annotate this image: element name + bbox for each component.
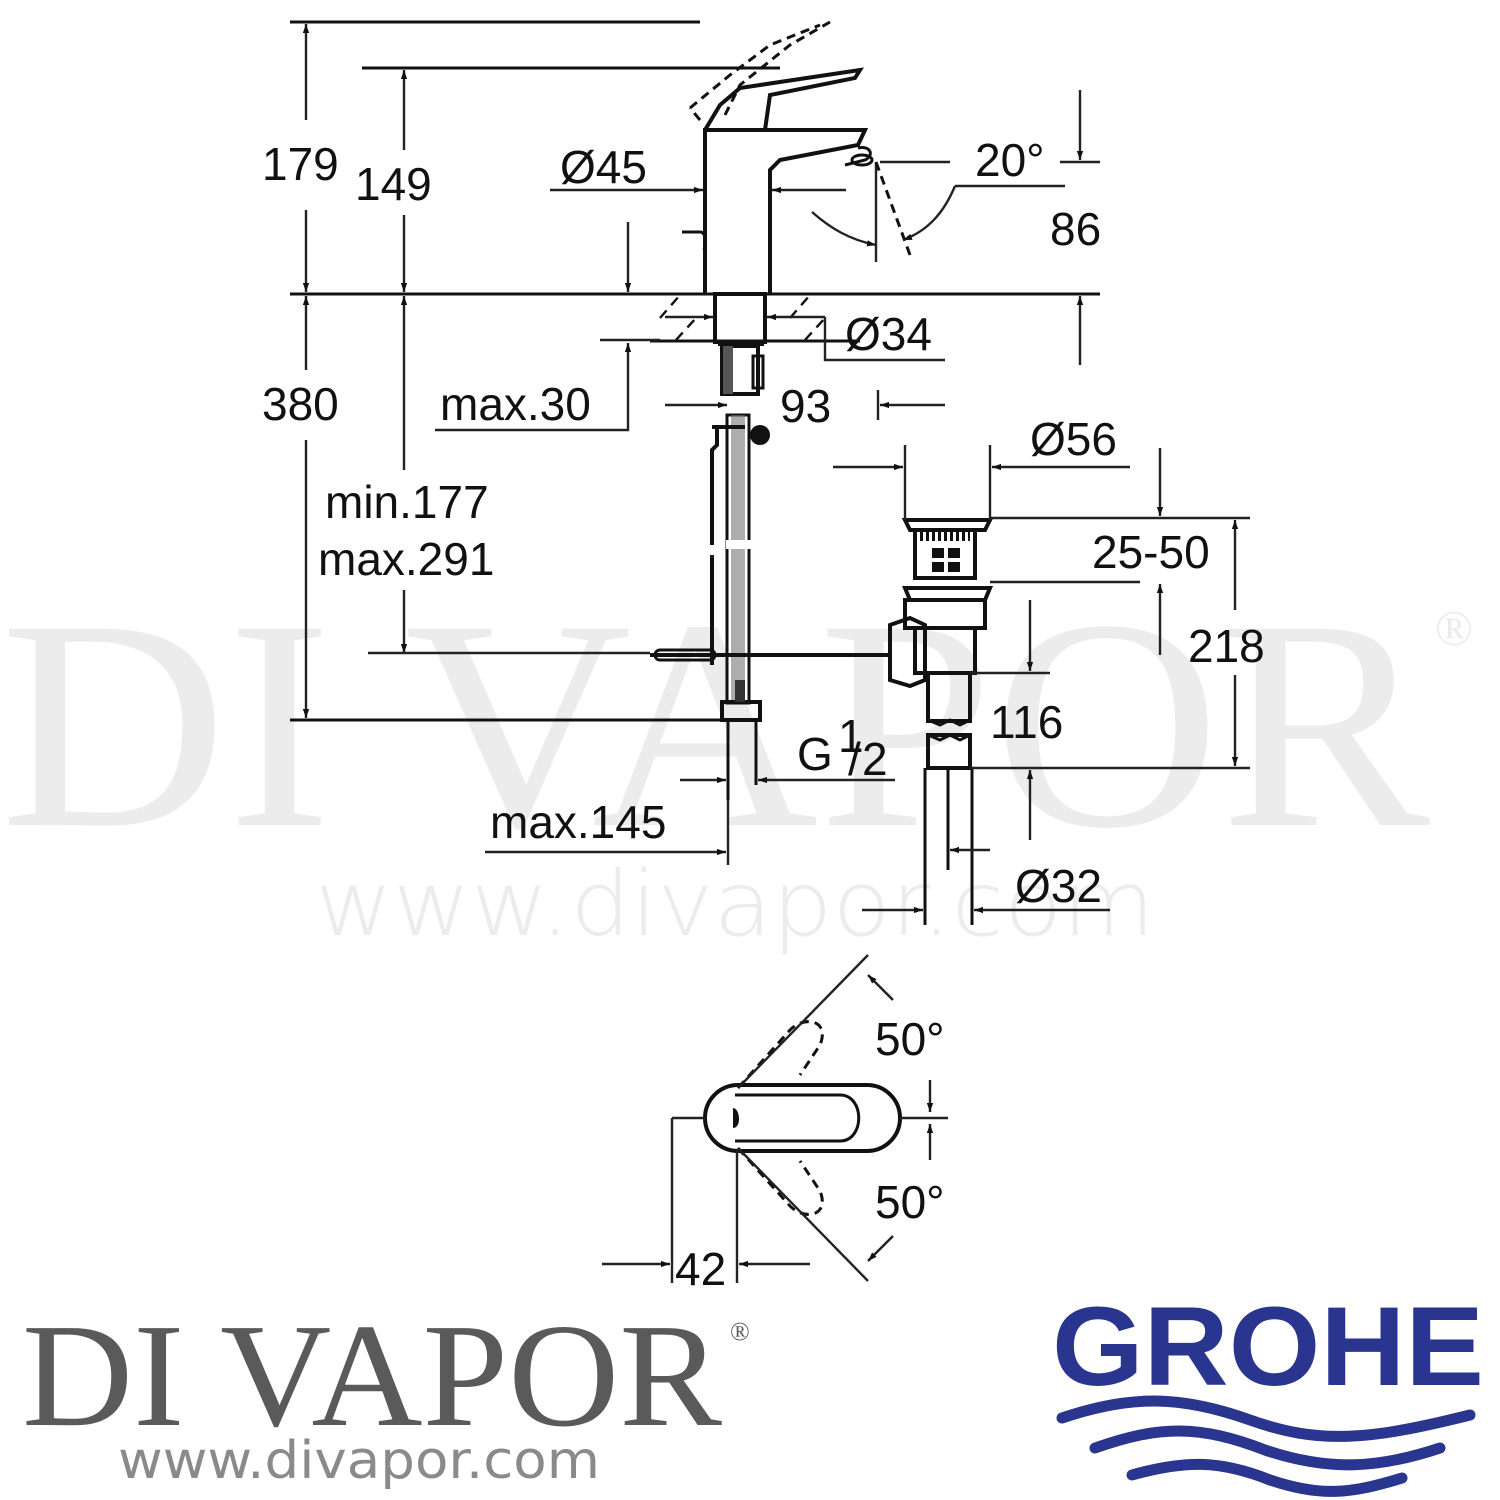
dim-spout-clearance: 86 <box>1050 203 1101 255</box>
faucet-top-view: 50° 50° 42 <box>602 954 948 1295</box>
dim-lever-offset: 42 <box>675 1243 726 1295</box>
faucet-body <box>703 128 869 294</box>
grohe-wordmark: GROHE <box>1052 1284 1484 1409</box>
dim-tail-diameter: Ø32 <box>1015 860 1102 912</box>
dim-connection-thread: G 1 / 2 <box>797 710 888 785</box>
dim-plug-lift: 25-50 <box>1092 526 1210 578</box>
grohe-logo: GROHE <box>1052 1284 1484 1497</box>
dim-tail-length: 116 <box>990 696 1063 748</box>
dim-lever-angle-up: 50° <box>875 1013 945 1065</box>
dim-hose-offset: max.145 <box>490 796 666 848</box>
svg-text:1: 1 <box>838 710 864 762</box>
dim-waste-offset: 93 <box>780 380 831 432</box>
divapor-url: www.divapor.com <box>118 1431 600 1491</box>
dim-lever-angle-down: 50° <box>875 1176 945 1228</box>
waste-assembly <box>888 518 994 925</box>
dim-rod-min: min.177 <box>325 476 489 528</box>
faucet-lever <box>703 67 864 132</box>
dim-max-deck: max.30 <box>440 378 591 430</box>
watermark-registered: ® <box>1435 600 1473 656</box>
rod-clamp-nut <box>888 615 927 689</box>
dim-spout-height: 149 <box>355 158 432 210</box>
divapor-wordmark: DI VAPOR <box>22 1294 722 1458</box>
dim-plug-diameter: Ø56 <box>1030 413 1117 465</box>
watermark-url: www.divapor.com <box>315 852 1155 957</box>
svg-text:G: G <box>797 728 833 780</box>
dim-under-deck: 380 <box>262 378 339 430</box>
dim-overall-height: 179 <box>262 138 339 190</box>
dim-body-diameter: Ø45 <box>560 141 647 193</box>
watermark: DI VAPOR ® www.divapor.com <box>0 558 1473 957</box>
grohe-waves-icon <box>1056 1395 1476 1497</box>
dim-rod-max: max.291 <box>318 533 494 585</box>
dimension-labels: 179 149 Ø45 20° 86 Ø34 380 max.30 93 Ø56… <box>262 134 1265 912</box>
watermark-brand: DI VAPOR <box>0 558 1432 890</box>
dim-spout-angle: 20° <box>975 134 1045 186</box>
dimension-lines <box>290 24 1250 914</box>
svg-text:/: / <box>848 733 861 785</box>
faucet-side-view <box>290 20 1100 800</box>
dim-mount-hole: Ø34 <box>845 308 932 360</box>
divapor-registered: ® <box>730 1317 750 1346</box>
svg-text:2: 2 <box>862 733 888 785</box>
divapor-logo: DI VAPOR ® www.divapor.com <box>22 1294 750 1491</box>
dim-waste-height: 218 <box>1188 620 1265 672</box>
